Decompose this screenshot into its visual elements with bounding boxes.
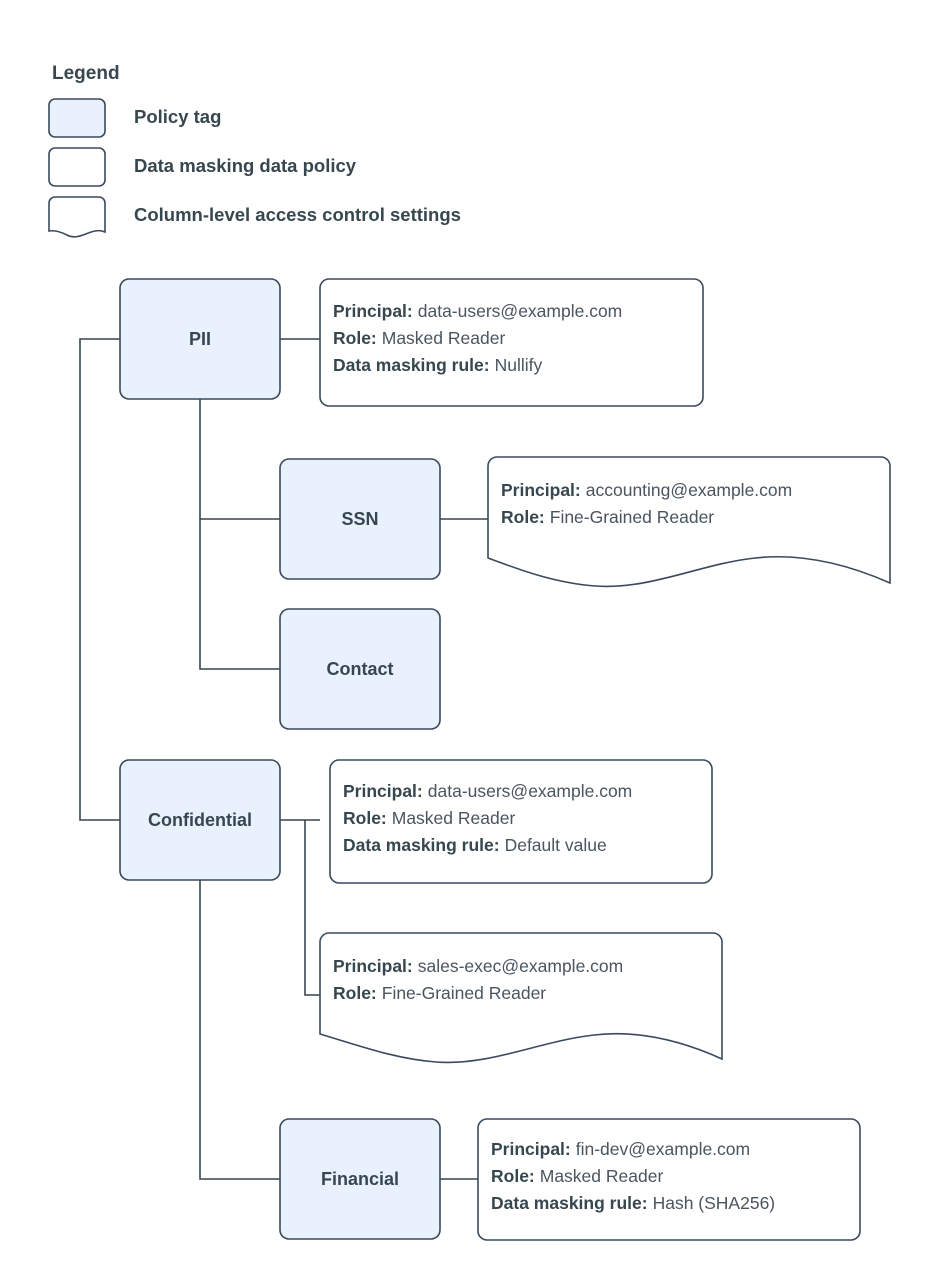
legend-item-label-0: Policy tag [134,106,221,127]
policy-box-ssn[interactable]: Principal:accounting@example.com Role:Fi… [487,456,891,588]
node-contact[interactable]: Contact [279,608,441,730]
policy-line: Principal:accounting@example.com [501,480,792,500]
legend-item-policy-tag: Policy tag [48,98,221,138]
legend-title: Legend [52,63,120,84]
policy-line: Principal:data-users@example.com [333,301,622,321]
node-confidential-box[interactable] [119,759,281,881]
policy-tag-swatch-icon [48,98,106,138]
policy-line: Data masking rule:Hash (SHA256) [491,1193,775,1213]
policy-line: Principal:sales-exec@example.com [333,956,623,976]
policy-box-financial[interactable]: Principal:fin-dev@example.com Role:Maske… [477,1118,861,1241]
policy-line: Role:Fine-Grained Reader [501,507,714,527]
connector-confidential-to-financial [199,880,280,1180]
node-ssn-label: SSN [341,509,378,529]
node-financial-label: Financial [321,1169,399,1189]
connector-pii-to-contact [199,519,280,670]
policy-line: Data masking rule:Default value [343,835,607,855]
node-financial[interactable]: Financial [279,1118,441,1240]
node-contact-box[interactable] [279,608,441,730]
policy-box-financial-frame[interactable] [477,1118,861,1241]
policy-box-confidential-1-frame[interactable] [329,759,713,884]
legend-item-label-2: Column-level access control settings [134,204,461,225]
policy-line: Role:Masked Reader [491,1166,663,1186]
policy-box-pii-frame[interactable] [319,278,704,407]
node-pii[interactable]: PII [119,278,281,400]
data-masking-policy-swatch-icon [48,147,106,187]
policy-line: Data masking rule:Nullify [333,355,542,375]
policy-box-confidential-2-frame[interactable] [319,932,723,1064]
policy-line: Role:Masked Reader [343,808,515,828]
connector-confidential-to-policy-2 [304,820,320,996]
node-ssn-box[interactable] [279,458,441,580]
node-confidential[interactable]: Confidential [119,759,281,881]
connector-pii-to-ssn [199,399,280,520]
policy-box-confidential-1[interactable]: Principal:data-users@example.com Role:Ma… [329,759,713,884]
policy-box-confidential-2[interactable]: Principal:sales-exec@example.com Role:Fi… [319,932,723,1064]
policy-box-ssn-frame[interactable] [487,456,891,588]
node-confidential-label: Confidential [148,810,252,830]
policy-line: Role:Fine-Grained Reader [333,983,546,1003]
node-financial-box[interactable] [279,1118,441,1240]
policy-line: Role:Masked Reader [333,328,505,348]
connectors [79,338,488,1180]
legend: Legend Policy tag Data masking data poli… [48,63,461,238]
policy-box-pii[interactable]: Principal:data-users@example.com Role:Ma… [319,278,704,407]
legend-item-data-masking-policy: Data masking data policy [48,147,357,187]
node-pii-box[interactable] [119,278,281,400]
policy-line: Principal:data-users@example.com [343,781,632,801]
node-pii-label: PII [189,329,211,349]
legend-item-label-1: Data masking data policy [134,155,357,176]
column-level-access-swatch-icon [48,196,106,238]
policy-line: Principal:fin-dev@example.com [491,1139,750,1159]
legend-item-column-level-access: Column-level access control settings [48,196,461,238]
node-contact-label: Contact [327,659,394,679]
connector-spine-root [79,338,120,821]
node-ssn[interactable]: SSN [279,458,441,580]
